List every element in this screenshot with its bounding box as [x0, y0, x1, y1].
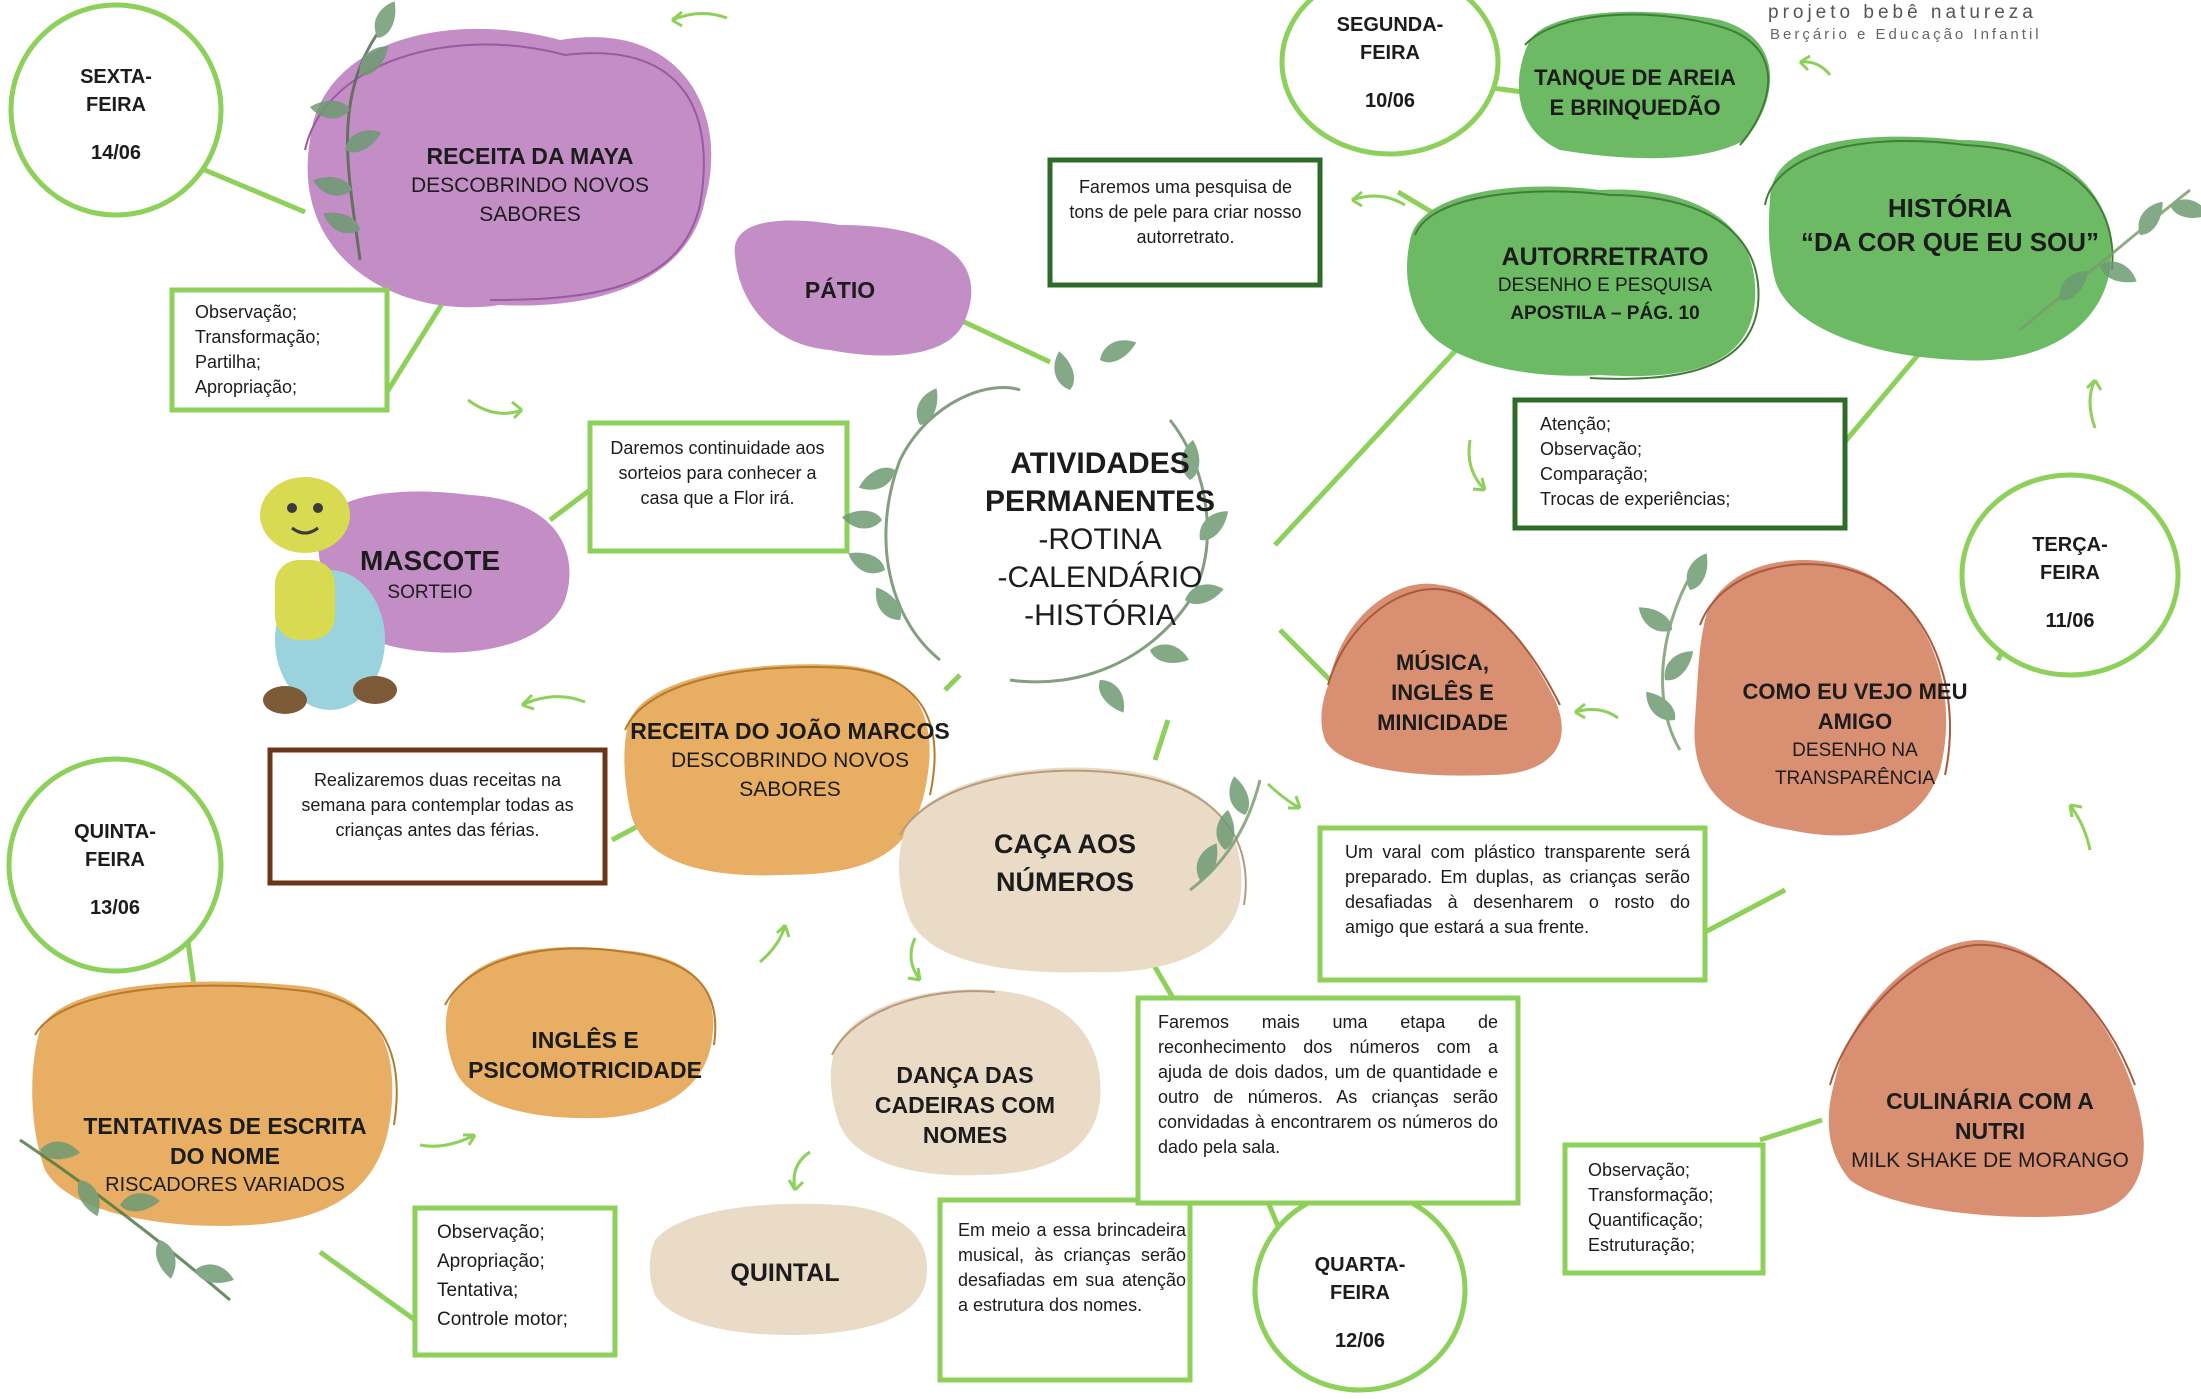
note-boxes [169, 157, 1848, 1383]
activity-culinaria: CULINÁRIA COM A NUTRI MILK SHAKE DE MORA… [1840, 1075, 2140, 1185]
activity-historia: HISTÓRIA “DA COR QUE EU SOU” [1800, 185, 2100, 265]
skill-item: Comparação; [1540, 464, 1649, 484]
danca-title: DANÇA DAS CADEIRAS COM NOMES [874, 1062, 1056, 1148]
note-receitas: Realizaremos duas receitas na semana par… [301, 770, 574, 840]
center-item-calendario: -CALENDÁRIO [997, 561, 1203, 594]
autorretrato-extra: APOSTILA – PÁG. 10 [1510, 303, 1700, 324]
center-item-historia: -HISTÓRIA [1024, 599, 1176, 632]
receita-joao-subtitle: DESCOBRINDO NOVOS SABORES [670, 749, 910, 801]
activity-receita-maya: RECEITA DA MAYA DESCOBRINDO NOVOS SABORE… [390, 135, 670, 235]
note-pesquisa: Faremos uma pesquisa de tons de pele par… [1069, 177, 1302, 247]
culinaria-subtitle: MILK SHAKE DE MORANGO [1851, 1148, 2129, 1172]
activity-mascote: MASCOTE SORTEIO [340, 540, 520, 610]
center-item-rotina: -ROTINA [1038, 523, 1162, 556]
receita-maya-subtitle: DESCOBRINDO NOVOS SABORES [410, 174, 650, 226]
day-tuesday-name: TERÇA-FEIRA [2032, 533, 2108, 584]
skill-item: Estruturação; [1588, 1235, 1696, 1255]
skill-item: Trocas de experiências; [1540, 489, 1731, 509]
orange-blobs [32, 664, 936, 1226]
activity-ingles-psico: INGLÊS E PSICOMOTRICIDADE [465, 1015, 705, 1095]
note-caca: Faremos mais uma etapa de reconhecimento… [1158, 1012, 1498, 1157]
arrow-icons [419, 10, 2103, 1192]
historia-title: HISTÓRIA [1887, 193, 2013, 223]
day-wednesday-name: QUARTA-FEIRA [1314, 1253, 1406, 1304]
day-thursday: QUINTA-FEIRA 13/06 [55, 810, 175, 930]
activity-tentativas-escrita: TENTATIVAS DE ESCRITA DO NOME RISCADORES… [80, 1100, 370, 1210]
skill-item: Apropriação; [437, 1251, 545, 1272]
skill-item: Controle motor; [437, 1309, 568, 1330]
note-autorretrato-skills: Atenção; Observação; Comparação; Trocas … [1540, 412, 1840, 512]
ingles-psico-title: INGLÊS E PSICOMOTRICIDADE [468, 1027, 702, 1083]
note-mascote: Daremos continuidade aos sorteios para c… [610, 438, 825, 508]
culinaria-title: CULINÁRIA COM A NUTRI [1886, 1087, 2094, 1144]
beige-blobs [649, 767, 1247, 1335]
center-title: ATIVIDADES PERMANENTES [984, 447, 1216, 518]
skill-item: Transformação; [1588, 1185, 1714, 1205]
tanque-title: TANQUE DE AREIA E BRINQUEDÃO [1534, 64, 1736, 120]
skill-item: Observação; [437, 1222, 545, 1243]
como-vejo-subtitle: DESENHO NA TRANSPARÊNCIA [1774, 740, 1936, 789]
tentativas-title: TENTATIVAS DE ESCRITA DO NOME [83, 1112, 367, 1169]
note-culinaria-skills: Observação; Transformação; Quantificação… [1588, 1158, 1758, 1258]
day-wednesday: QUARTA-FEIRA 12/06 [1300, 1245, 1420, 1360]
activity-quintal: QUINTAL [700, 1250, 870, 1295]
note-tentativas-skills: Observação; Apropriação; Tentativa; Cont… [437, 1218, 607, 1334]
purple-blobs [304, 28, 972, 653]
autorretrato-subtitle: DESENHO E PESQUISA [1497, 275, 1713, 296]
day-friday: SEXTA-FEIRA 14/06 [56, 55, 176, 175]
day-circles [6, 0, 2181, 1393]
day-wednesday-date: 12/06 [1334, 1329, 1386, 1352]
green-blobs [1407, 11, 2114, 380]
como-vejo-title: COMO EU VEJO MEU AMIGO [1742, 679, 1968, 734]
skill-item: Transformação; [195, 327, 321, 347]
day-monday-date: 10/06 [1364, 89, 1416, 112]
note-maya-skills: Observação; Transformação; Partilha; Apr… [195, 300, 375, 400]
musica-title: MÚSICA, INGLÊS E MINICIDADE [1377, 649, 1508, 735]
leaf-decorations [19, 0, 2201, 1302]
mascote-subtitle: SORTEIO [387, 581, 473, 603]
historia-subtitle: “DA COR QUE EU SOU” [1800, 227, 2100, 257]
skill-item: Atenção; [1540, 414, 1612, 434]
brand-name: projeto bebê natureza [1768, 2, 2037, 23]
day-thursday-name: QUINTA-FEIRA [74, 821, 156, 871]
brand-subtitle: Berçário e Educação Infantil [1770, 26, 2042, 43]
day-monday: SEGUNDA-FEIRA 10/06 [1320, 5, 1460, 120]
skill-item: Quantificação; [1588, 1210, 1704, 1230]
skill-item: Apropriação; [195, 377, 298, 397]
skill-item: Observação; [1588, 1160, 1691, 1180]
autorretrato-title: AUTORRETRATO [1501, 243, 1709, 271]
day-tuesday: TERÇA-FEIRA 11/06 [2010, 525, 2130, 640]
giraffe-mascot-illustration [260, 477, 397, 714]
activity-autorretrato: AUTORRETRATO DESENHO E PESQUISA APOSTILA… [1450, 230, 1760, 340]
day-tuesday-date: 11/06 [2045, 609, 2095, 632]
day-monday-name: SEGUNDA-FEIRA [1336, 13, 1444, 64]
receita-joao-title: RECEITA DO JOÃO MARCOS [630, 718, 950, 744]
skill-item: Partilha; [195, 352, 262, 372]
skill-item: Observação; [1540, 439, 1643, 459]
activity-tanque-areia: TANQUE DE AREIA E BRINQUEDÃO [1530, 45, 1740, 140]
quintal-title: QUINTAL [730, 1258, 840, 1287]
activity-danca-cadeiras: DANÇA DAS CADEIRAS COM NOMES [835, 1060, 1095, 1150]
salmon-blobs [1321, 560, 2144, 1217]
caca-title: CAÇA AOS NÚMEROS [993, 828, 1136, 897]
activity-como-vejo-amigo: COMO EU VEJO MEU AMIGO DESENHO NA TRANSP… [1730, 670, 1980, 800]
mascote-title: MASCOTE [360, 544, 500, 576]
note-danca: Em meio a essa brincadeira musical, às c… [958, 1220, 1186, 1315]
activity-musica: MÚSICA, INGLÊS E MINICIDADE [1355, 645, 1530, 740]
activity-patio: PÁTIO [760, 270, 920, 310]
tentativas-subtitle: RISCADORES VARIADOS [105, 1173, 345, 1196]
activity-receita-joao: RECEITA DO JOÃO MARCOS DESCOBRINDO NOVOS… [630, 710, 950, 810]
day-friday-date: 14/06 [90, 142, 142, 164]
patio-title: PÁTIO [804, 277, 876, 303]
day-friday-name: SEXTA-FEIRA [80, 66, 152, 116]
receita-maya-title: RECEITA DA MAYA [426, 143, 634, 169]
skill-item: Observação; [195, 302, 298, 322]
center-node: ATIVIDADES PERMANENTES -ROTINA -CALENDÁR… [960, 440, 1240, 640]
activity-caca-numeros: CAÇA AOS NÚMEROS [960, 815, 1170, 910]
skill-item: Tentativa; [437, 1280, 519, 1301]
note-varal: Um varal com plástico transparente será … [1345, 842, 1690, 937]
day-thursday-date: 13/06 [89, 897, 141, 919]
